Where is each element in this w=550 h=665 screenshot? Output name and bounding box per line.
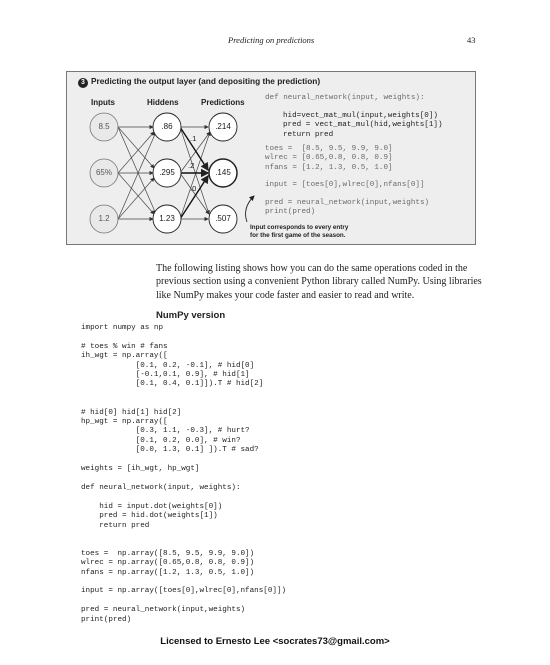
hidden-node [152,112,182,142]
figure-code-data: toes = [8.5, 9.5, 9.9, 9.0] wlrec = [0.6… [265,145,393,172]
section-heading: NumPy version [156,310,226,321]
input-node [89,204,119,234]
figure-panel [66,71,476,245]
hiddens-column-heading: Hiddens [147,98,179,107]
prediction-value-2: .507 [215,214,231,223]
hidden-node [152,204,182,234]
input-value-toes: 8.5 [98,122,110,131]
inputs-column-heading: Inputs [91,98,115,107]
output-node [208,204,238,234]
input-node [89,112,119,142]
figure-code-body: hid=vect_mat_mul(input,weights[0]) pred … [283,112,443,139]
input-value-nfans: 1.2 [98,214,110,223]
predictions-column-heading: Predictions [201,98,245,107]
prediction-value-1: .145 [215,168,231,177]
figure-annotation: Input corresponds to every entry for the… [250,224,348,240]
license-footer: Licensed to Ernesto Lee <socrates73@gmai… [160,636,390,647]
hidden-value-2: 1.23 [159,214,175,223]
hidden-value-1: .295 [159,168,175,177]
page-number: 43 [467,35,476,45]
figure-number-badge: 3 [78,78,88,88]
hidden-node [152,158,182,188]
weight-label: .1 [190,134,197,143]
output-node [208,158,238,188]
prediction-value-0: .214 [215,122,231,131]
input-node [89,158,119,188]
annotation-arrow [245,195,255,223]
input-value-wlrec: 65% [95,168,112,177]
running-head: Predicting on predictions [228,35,315,45]
weight-label: .2 [188,161,195,170]
numpy-code-listing: import numpy as np # toes % win # fans i… [81,324,287,624]
figure-code-input: input = [toes[0],wlrec[0],nfans[0]] [265,181,425,189]
output-node [208,112,238,142]
body-paragraph: The following listing shows how you can … [156,263,482,301]
input-hidden-connections [117,124,157,222]
hidden-output-connections [179,124,211,222]
annotation-text: Input corresponds to every entry for the… [250,224,349,239]
hidden-nodes [152,112,182,234]
figure-title-text: Predicting the output layer (and deposit… [91,76,321,86]
input-nodes [89,112,119,234]
hidden-value-0: .86 [161,122,173,131]
output-nodes [208,112,238,234]
figure-code-def: def neural_network(input, weights): [265,94,425,102]
highlighted-output-connections [179,126,210,220]
weight-label: .0 [190,184,197,193]
figure-code-pred: pred = neural_network(input,weights) pri… [265,199,430,217]
